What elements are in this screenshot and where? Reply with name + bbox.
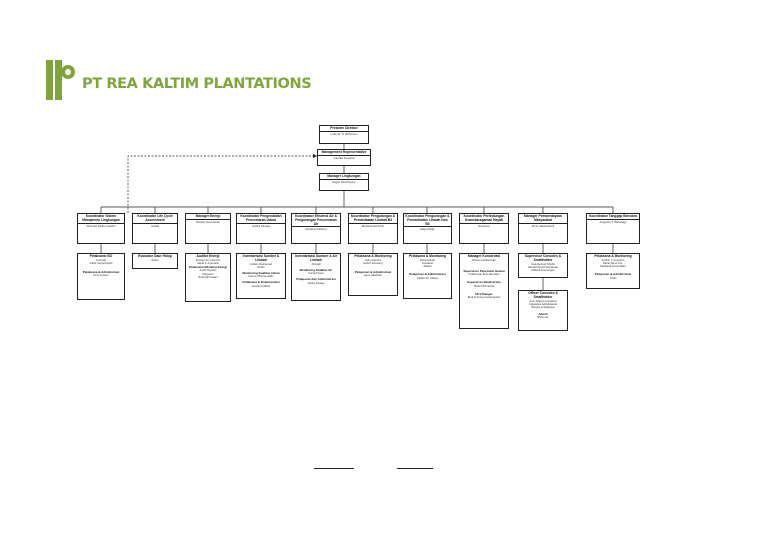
coordinator-box: Koordinator Pengurangan & Pemanfaatan Li… <box>348 213 398 244</box>
environment-manager-box: Manager Lingkungan Sugito Hendriyono <box>319 173 369 191</box>
management-representative-box: Management Representative Candra Kusuma <box>317 149 371 166</box>
staff-box: Manager Konservasi Dhianu Harfiansyah Su… <box>459 253 509 329</box>
staff-box: Inventarisasi Sumber & Limbah Ardian Moc… <box>236 253 286 299</box>
coordinator-box: Manager Energi Riduan Hermawan <box>185 213 231 244</box>
coordinator-box: Koordinator Efisiensi Air & Pengurangan … <box>291 213 341 244</box>
staff-box: Pelaksana & Monitoring Iwan Saputra Endr… <box>348 253 398 296</box>
director-box: Presiden Direktur Luke W. S. Robinson <box>319 125 369 144</box>
staff-box: Inventarisasi Sumber & Air Limbah Ahmadi… <box>291 253 341 301</box>
staff-box: Officer Consoles & Smallholder Arnu Adin… <box>518 290 568 331</box>
staff-box: Pelaksana & Monitoring Rofiq Hanafi Guna… <box>403 253 452 299</box>
coordinator-box: Koordinator Tanggap Bencana Augustin T. … <box>586 213 640 244</box>
staff-box: Pelaksana ISO Kusnadi Indah Setyaningsih… <box>77 253 125 300</box>
staff-box: Evaluator Daur Hidup Andini <box>132 253 178 269</box>
coordinator-box: Manager Pemberdayaan Masyarakat Zimin Wa… <box>518 213 568 244</box>
signature-line <box>397 468 433 469</box>
staff-box: Pelaksana & Monitoring Andhin T. Soeratn… <box>586 253 640 289</box>
signature-line <box>314 468 354 469</box>
coordinator-box: Koordinator Pengurangan & Pemanfaatan Li… <box>403 213 452 244</box>
staff-box: Auditor Energi Kristian Sri Cahyono Sapt… <box>185 253 231 302</box>
logo-mark-icon <box>46 60 75 100</box>
company-name: PT REA KALTIM PLANTATIONS <box>82 76 312 92</box>
company-logo: PT REA KALTIM PLANTATIONS <box>46 58 312 102</box>
coordinator-box: Koordinator Perlindungan Keanekaragaman … <box>459 213 509 244</box>
coordinator-box: Koordinator Pengendalian Pencemaran Udar… <box>236 213 286 244</box>
staff-box: Supervisor Consoles & Smallholder Hasnit… <box>518 253 568 278</box>
coordinator-box: Koordinator Life Cycle Assessment Andiki <box>132 213 178 244</box>
coordinator-box: Koordinator Sistem Manajemen Lingkungan … <box>77 213 125 244</box>
